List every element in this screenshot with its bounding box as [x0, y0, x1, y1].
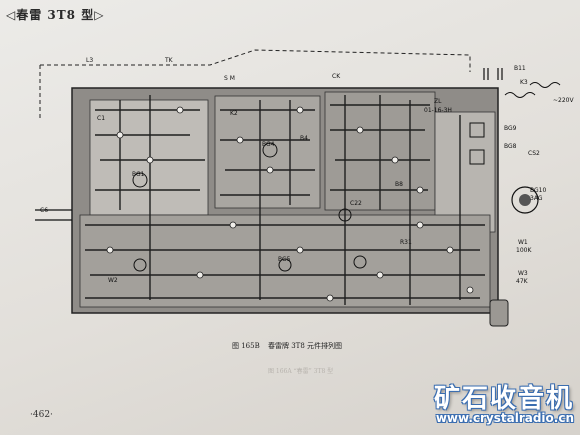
label-bg4: BG4 [262, 141, 275, 148]
label-c6: C6 [40, 207, 48, 214]
label-bg1: BG1 [132, 171, 145, 178]
label-c22: C22 [350, 200, 362, 207]
label-k3: K3 [520, 79, 528, 86]
label-zl-sub: 01-16-3H [424, 107, 452, 114]
label-k2: K2 [230, 110, 238, 117]
filter-capacitors [483, 68, 503, 80]
watermark: 矿石收音机 www.crystalradio.cn [434, 378, 574, 425]
label-bg9: BG9 [504, 125, 517, 132]
label-w3-value: 47K [516, 278, 529, 285]
pcb-region-audio [79, 214, 491, 308]
label-r31: R31 [400, 239, 412, 246]
transformer-coil [504, 92, 536, 98]
pcb-region-if [214, 95, 321, 209]
label-b11: B11 [514, 65, 526, 72]
label-220v: ~220V [553, 97, 574, 104]
label-b8: B8 [395, 181, 403, 188]
dashed-outline [40, 49, 471, 72]
figure-title: 春雷牌 3T8 元件排列图 [267, 342, 342, 350]
figure-caption: 图 165B 春雷牌 3T8 元件排列图 [232, 341, 348, 351]
label-c1: C1 [97, 115, 105, 122]
label-cs2: CS2 [528, 150, 540, 157]
pcb-traces [85, 95, 485, 305]
page-number: ·462· [30, 410, 53, 420]
label-sm: S M [224, 75, 235, 82]
board-tab [489, 299, 509, 327]
label-ck: CK [332, 73, 341, 80]
label-zl: ZL [434, 98, 442, 105]
label-w1-value: 100K [516, 247, 532, 254]
bleed-through-text: 图 166A “春雷” 3T8 型 [268, 368, 334, 375]
label-tk: TK [164, 57, 174, 64]
watermark-name: 矿石收音机 [433, 384, 574, 414]
page-header: ◁春雷 3T8 型▷ [6, 8, 105, 22]
pcb-region-output [434, 111, 496, 233]
label-w3: W3 [518, 270, 528, 277]
label-bg8: BG8 [504, 143, 517, 150]
pcb-components [132, 122, 485, 272]
label-b4: B4 [300, 135, 308, 142]
pcb-pads [106, 106, 474, 302]
label-w1: W1 [518, 239, 528, 246]
figure-number: 图 165B [232, 342, 260, 350]
speaker-symbol [511, 186, 539, 214]
watermark-url: www.crystalradio.cn [435, 411, 574, 425]
label-l3: L3 [86, 57, 93, 64]
label-bg5: BG5 [278, 256, 291, 263]
label-bg10: BG10 [530, 187, 546, 194]
label-3ag: 3AG [530, 195, 543, 202]
label-w2: W2 [108, 277, 118, 284]
